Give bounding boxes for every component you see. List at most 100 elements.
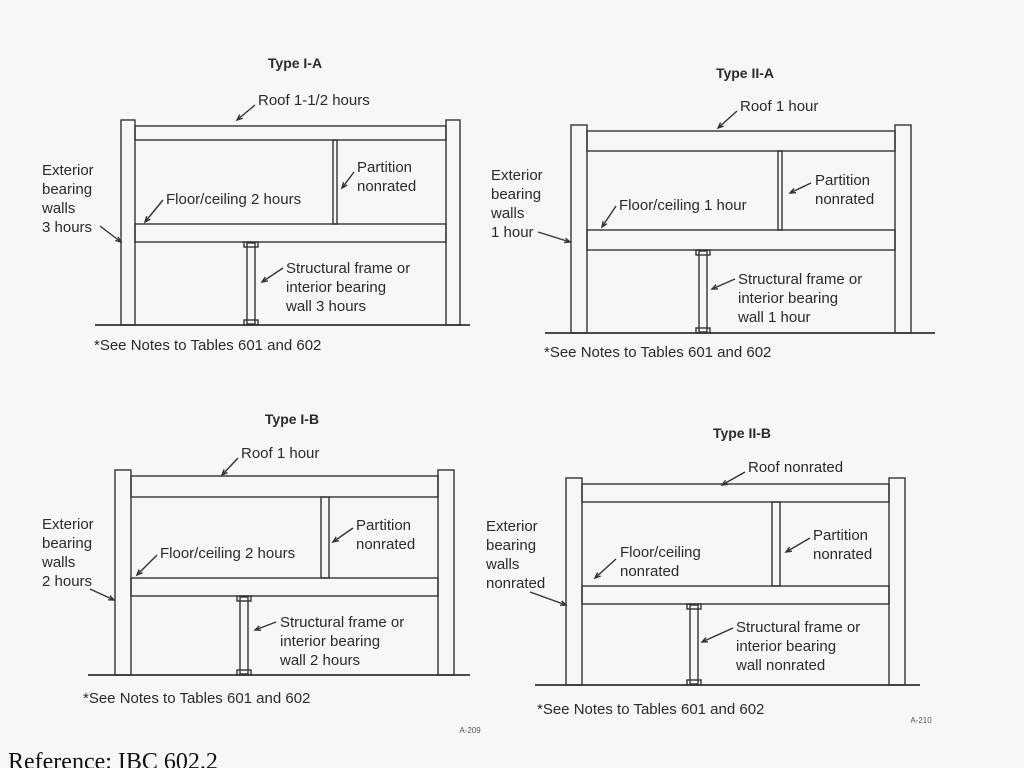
structural-column [689,604,699,685]
partition-leader-arrowhead [784,546,793,553]
exterior-wall-label-line: bearing [486,537,536,554]
exterior-wall-label-line: bearing [491,186,541,203]
structural-frame-leader-arrowhead [700,637,709,643]
partition-wall [332,139,338,225]
floor-ceiling-leader [144,199,164,223]
roof-leader [221,457,239,476]
exterior-wall-label-line: walls [41,200,75,217]
right-exterior-wall [894,124,912,334]
structural-frame-leader [711,278,736,290]
partition-label: Partition nonrated [356,517,415,553]
partition-wall [320,496,330,579]
floor-ceiling-label-line: Floor/ceiling 2 hours [160,545,295,562]
exterior-wall-label-line: Exterior [491,167,543,184]
roof-leader-arrowhead [220,469,228,477]
column-base [236,669,252,676]
partition-label-line: nonrated [356,536,415,553]
roof-leader-arrowhead [716,122,724,130]
partition-leader-arrowhead [788,188,797,194]
floor-ceiling-label-line: Floor/ceiling [620,544,701,561]
partition-label: Partition nonrated [813,527,872,563]
column-cap-top [695,249,711,256]
left-exterior-wall [565,477,583,686]
floor-ceiling-leader-arrowhead [593,572,601,580]
exterior-wall-label-line: 2 hours [42,573,92,590]
column-base [695,327,711,334]
partition-label-line: nonrated [357,178,416,195]
partition-leader [789,182,812,194]
floor-ceiling-label: Floor/ceiling 1 hour [619,197,747,214]
structural-frame-leader [701,627,734,643]
partition-label-line: nonrated [815,191,874,208]
exterior-wall-label-line: bearing [42,181,92,198]
exterior-wall-leader [537,231,571,243]
floor-ceiling-leader [136,554,158,576]
page-code-right: A-210 [910,716,932,725]
tables-note: *See Notes to Tables 601 and 602 [537,701,764,718]
construction-type-title: Type I-B [265,411,319,427]
structural-column [698,250,708,333]
roof-leader [721,471,746,486]
partition-wall [777,150,783,231]
partition-label-line: Partition [356,517,411,534]
roof-slab [130,475,439,498]
structural-frame-label-line: Structural frame or [736,619,860,636]
exterior-wall-leader [89,588,115,601]
exterior-wall-leader-arrowhead [563,237,572,244]
floor-ceiling-slab [586,229,896,251]
right-exterior-wall [437,469,455,676]
exterior-wall-label-line: walls [41,554,75,571]
roof-leader-arrowhead [235,114,243,122]
structural-frame-label-line: Structural frame or [738,271,862,288]
structural-frame-label-line: Structural frame or [280,614,404,631]
page-code-left: A-209 [459,726,481,735]
tables-note: *See Notes to Tables 601 and 602 [94,337,321,354]
exterior-wall-leader [99,225,122,243]
floor-ceiling-leader [594,558,617,579]
roof-slab [581,483,890,503]
partition-leader [341,171,355,189]
left-exterior-wall [120,119,136,326]
tables-note: *See Notes to Tables 601 and 602 [83,690,310,707]
roof-rating-label: Roof 1 hour [241,445,319,462]
roof-slab [134,125,447,141]
floor-ceiling-slab [130,577,439,597]
structural-column [246,242,256,325]
structural-frame-label: Structural frame or interior bearing wall … [285,260,410,315]
column-cap-top [236,595,252,602]
structural-frame-leader-arrowhead [710,284,719,290]
structural-frame-leader-arrowhead [253,625,262,631]
partition-label-line: Partition [813,527,868,544]
exterior-wall-leader-arrowhead [115,236,123,244]
column-cap-top [243,241,259,248]
structural-frame-label-line: interior bearing [286,279,386,296]
exterior-wall-label-line: 1 hour [491,224,534,241]
roof-rating-label: Roof nonrated [748,459,843,476]
exterior-wall-leader-arrowhead [107,595,116,601]
reference-text: Reference: IBC 602.2 [8,749,218,768]
partition-label-line: nonrated [813,546,872,563]
structural-column [239,596,249,675]
column-cap-top [686,603,702,610]
floor-ceiling-label: Floor/ceiling 2 hours [166,191,301,208]
structural-frame-leader-arrowhead [260,276,269,283]
left-exterior-wall [570,124,588,334]
exterior-wall-label-line: Exterior [42,162,94,179]
structural-frame-label-line: wall 3 hours [285,298,366,315]
partition-leader [332,527,354,543]
partition-leader-arrowhead [331,536,340,544]
floor-ceiling-slab [134,223,447,243]
roof-rating-label: Roof 1-1/2 hours [258,92,370,109]
exterior-wall-label-line: walls [490,205,524,222]
structural-frame-label-line: Structural frame or [286,260,410,277]
